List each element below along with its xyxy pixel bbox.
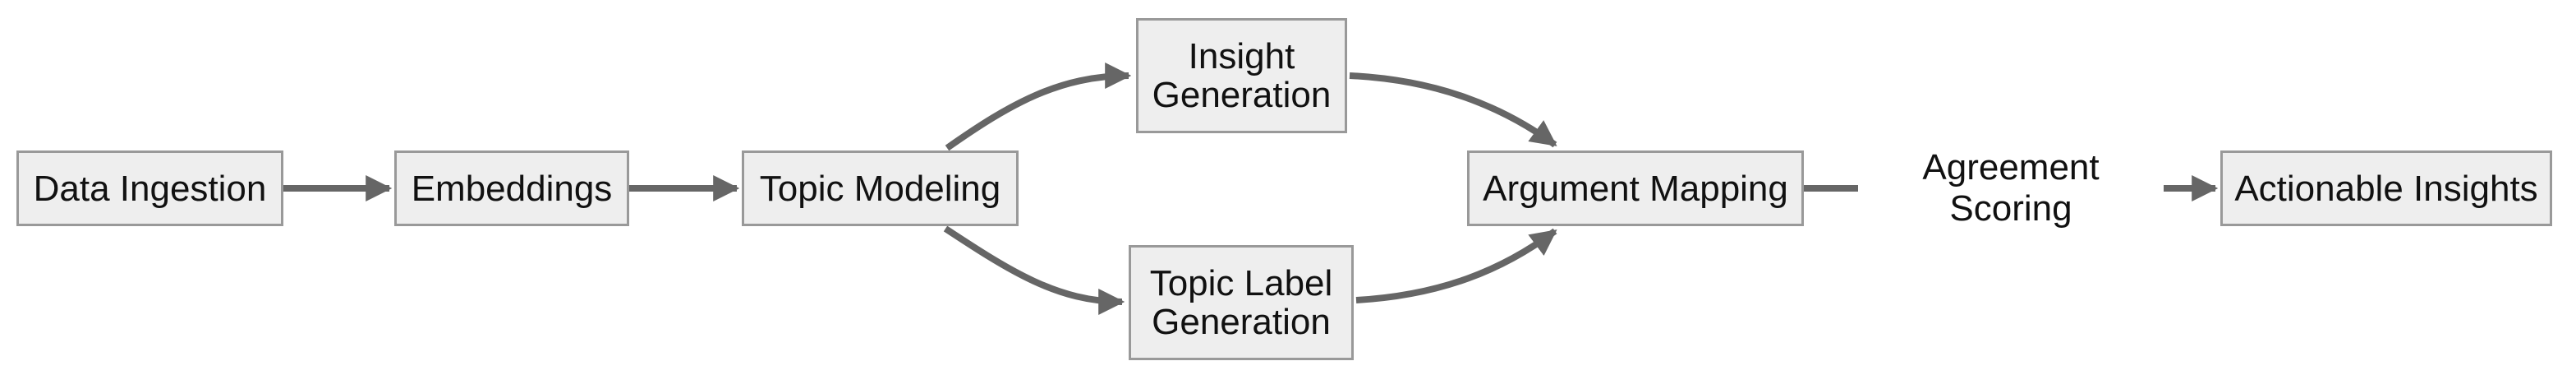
- node-actionable-insights: Actionable Insights: [2220, 150, 2552, 226]
- node-label: Insight Generation: [1152, 36, 1332, 115]
- node-topic-modeling: Topic Modeling: [742, 150, 1019, 226]
- node-insight-generation: Insight Generation: [1136, 18, 1347, 133]
- edge-insight-generation-to-argument-mapping: [1349, 72, 1557, 148]
- node-argument-mapping: Argument Mapping: [1467, 150, 1804, 226]
- node-label: Topic Modeling: [759, 168, 1001, 209]
- node-label: Argument Mapping: [1483, 168, 1788, 209]
- node-topic-label-generation: Topic Label Generation: [1129, 245, 1354, 360]
- node-data-ingestion: Data Ingestion: [16, 150, 283, 226]
- node-embeddings: Embeddings: [394, 150, 629, 226]
- edge-topic-modeling-to-insight-generation: [945, 62, 1132, 151]
- node-label: Actionable Insights: [2234, 168, 2538, 209]
- edge-topic-modeling-to-topic-label-generation: [943, 225, 1125, 315]
- edge-label-agreement-scoring: Agreement Scoring: [1858, 147, 2164, 229]
- edge-topic-label-generation-to-argument-mapping: [1355, 228, 1557, 303]
- node-label: Topic Label Generation: [1149, 263, 1333, 342]
- node-label: Data Ingestion: [33, 168, 267, 209]
- node-label: Embeddings: [411, 168, 613, 209]
